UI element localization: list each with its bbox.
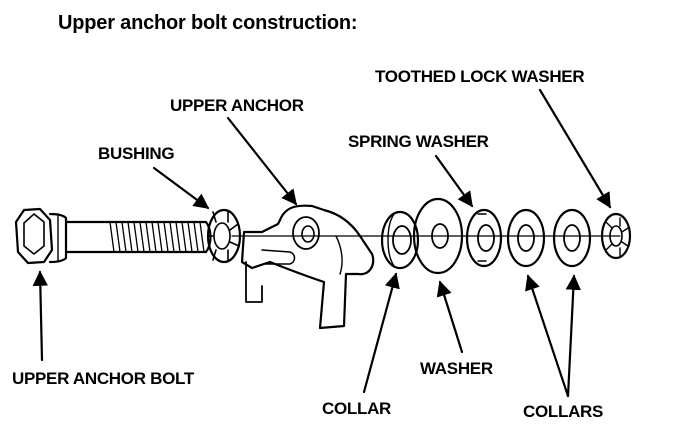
label-collar: COLLAR xyxy=(322,399,392,418)
collars xyxy=(506,208,592,268)
diagram-title: Upper anchor bolt construction: xyxy=(58,12,358,34)
collars-leader-right xyxy=(565,274,581,398)
washer xyxy=(412,197,464,275)
upper-anchor xyxy=(240,204,375,330)
label-spring-washer: SPRING WASHER xyxy=(348,132,489,151)
bushing-leader xyxy=(152,166,210,210)
spring-washer-leader xyxy=(434,154,474,208)
label-upper-anchor: UPPER ANCHOR xyxy=(170,96,304,115)
upper-anchor-bolt-leader xyxy=(32,270,49,362)
label-bushing: BUSHING xyxy=(98,144,175,163)
toothed-lock-washer-leader xyxy=(538,88,612,209)
collar-leader xyxy=(362,272,400,394)
label-washer: WASHER xyxy=(420,359,493,378)
washer-leader xyxy=(436,280,464,354)
collars-leader-left xyxy=(525,274,570,398)
upper-anchor-leader xyxy=(226,116,298,206)
bushing xyxy=(206,208,242,264)
spring-washer xyxy=(465,208,503,268)
collar xyxy=(380,210,420,270)
label-toothed-lock-washer: TOOTHED LOCK WASHER xyxy=(375,67,585,86)
toothed-lock-washer xyxy=(600,212,632,260)
label-upper-anchor-bolt: UPPER ANCHOR BOLT xyxy=(12,369,194,388)
upper-anchor-bolt xyxy=(14,207,212,265)
label-collars: COLLARS xyxy=(523,402,604,421)
